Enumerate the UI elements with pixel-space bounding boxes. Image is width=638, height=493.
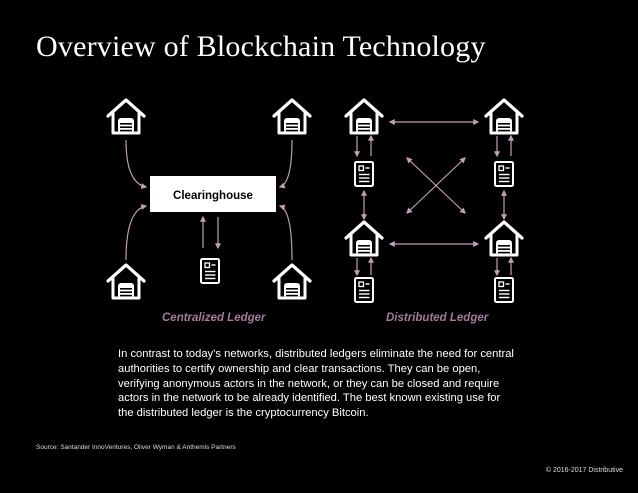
house-icon [106, 98, 146, 135]
connector-arrow [278, 204, 293, 261]
centralized-ledger-diagram: Clearinghouse [106, 98, 312, 300]
house-icon [344, 98, 384, 135]
house-icon [272, 263, 312, 300]
description-paragraph: In contrast to today’s networks, distrib… [118, 348, 514, 420]
copyright-notice: © 2016-2017 Distributive [545, 467, 623, 474]
centralized-ledger-caption: Centralized Ledger [162, 312, 266, 324]
house-icon [344, 220, 384, 257]
connector-arrow [125, 204, 148, 261]
house-icon [484, 98, 524, 135]
source-note: Source: Santander InnoVentures, Oliver W… [36, 444, 236, 451]
ledger-icon [354, 161, 374, 187]
ledger-icon [494, 277, 514, 303]
clearinghouse-label: Clearinghouse [173, 190, 253, 202]
ledger-icon [494, 161, 514, 187]
slide-title: Overview of Blockchain Technology [36, 30, 486, 63]
house-icon [484, 220, 524, 257]
house-icon [272, 98, 312, 135]
house-icon [106, 263, 146, 300]
connector-arrow [278, 139, 293, 189]
ledger-icon [200, 258, 220, 284]
distributed-ledger-diagram [344, 98, 524, 303]
peer-arrow [406, 157, 466, 214]
distributed-ledger-caption: Distributed Ledger [386, 312, 489, 324]
ledger-icon [354, 277, 374, 303]
connector-arrow [125, 139, 148, 189]
clearinghouse-box [150, 176, 276, 212]
